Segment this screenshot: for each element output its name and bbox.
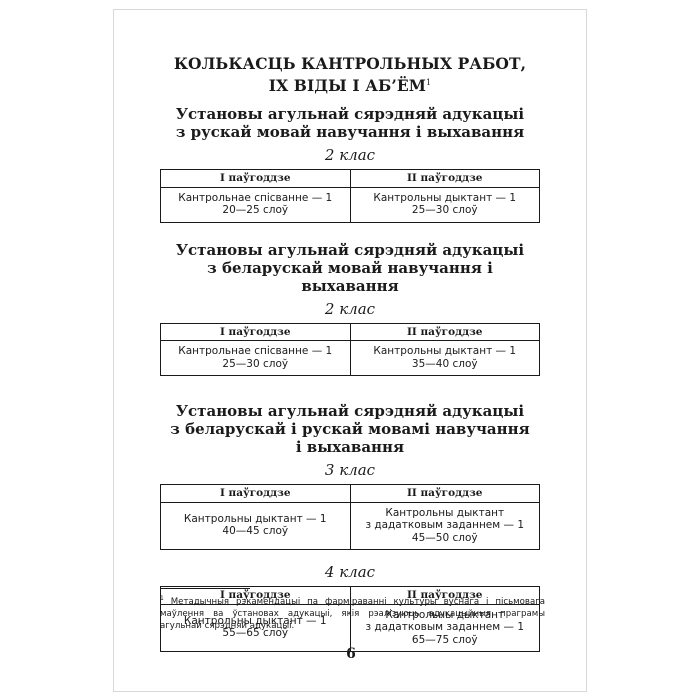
document-page: КОЛЬКАСЦЬ КАНТРОЛЬНЫХ РАБОТ, ІХ ВІДЫ І А… [113,9,587,692]
control-works-table-2: І паўгоддзе ІІ паўгоддзе Кантрольнае спі… [160,322,540,377]
table-cell: Кантрольны дыктант з дадатковым заданнем… [349,501,540,551]
header-second-half: ІІ паўгоддзе [349,484,540,503]
table-header-row: І паўгоддзе ІІ паўгоддзе [160,484,540,503]
table-cell: Кантрольны дыктант — 1 25—30 слоў [349,186,540,223]
table-cell: Кантрольны дыктант — 1 40—45 слоў [160,501,351,551]
grade-heading-3: 3 клас [324,461,376,480]
table-cell: Кантрольны дыктант з дадатковым заданнем… [349,603,540,653]
header-first-half: І паўгоддзе [160,322,351,342]
main-title-line-1: КОЛЬКАСЦЬ КАНТРОЛЬНЫХ РАБОТ, [173,54,527,73]
table-row: Кантрольны дыктант — 1 55—65 слоў Кантро… [160,603,540,653]
page-number: 6 [346,646,356,662]
page-content: КОЛЬКАСЦЬ КАНТРОЛЬНЫХ РАБОТ, ІХ ВІДЫ І А… [160,40,540,653]
table-cell: Кантрольнае спісванне — 1 20—25 слоў [160,186,351,223]
control-works-table-1: І паўгоддзе ІІ паўгоддзе Кантрольнае спі… [160,169,540,223]
header-second-half: ІІ паўгоддзе [349,169,540,188]
grade-heading-4: 4 клас [324,563,376,582]
grade-heading-1: 2 клас [324,146,376,165]
footnote-divider [160,588,250,589]
table-row: Кантрольны дыктант — 1 40—45 слоў Кантро… [160,501,540,551]
table-row: Кантрольнае спісванне — 1 25—30 слоў Кан… [160,340,540,377]
table-cell: Кантрольны дыктант — 1 55—65 слоў [160,603,351,653]
footnote-mark: 1 [160,595,164,602]
section-title-2: Установы агульнай сярэдняй адукацыі з бе… [175,240,525,295]
header-first-half: І паўгоддзе [160,169,351,188]
header-first-half: І паўгоддзе [160,484,351,503]
control-works-table-4: І паўгоддзе ІІ паўгоддзе Кантрольны дыкт… [160,586,540,653]
footnote: 1 Метадычныя рэкамендацыі па фарміраванн… [160,593,545,632]
table-header-row: І паўгоддзе ІІ паўгоддзе [160,169,540,188]
section-title-1: Установы агульнай сярэдняй адукацыі з ру… [175,105,525,142]
section-title-3: Установы агульнай сярэдняй адукацыі з бе… [170,402,530,457]
control-works-table-3: І паўгоддзе ІІ паўгоддзе Кантрольны дыкт… [160,484,540,551]
table-cell: Кантрольнае спісванне — 1 25—30 слоў [160,340,351,377]
table-row: Кантрольнае спісванне — 1 20—25 слоў Кан… [160,186,540,223]
footnote-reference[interactable]: 1 [426,78,432,87]
grade-heading-2: 2 клас [324,299,376,318]
main-title: КОЛЬКАСЦЬ КАНТРОЛЬНЫХ РАБОТ, ІХ ВІДЫ І А… [160,54,540,95]
header-second-half: ІІ паўгоддзе [349,322,540,342]
footnote-text: Метадычныя рэкамендацыі па фарміраванні … [160,596,546,631]
table-header-row: І паўгоддзе ІІ паўгоддзе [160,322,540,342]
table-cell: Кантрольны дыктант — 1 35—40 слоў [349,340,540,377]
main-title-line-2: ІХ ВІДЫ І АБ’ЁМ1 [268,76,432,96]
